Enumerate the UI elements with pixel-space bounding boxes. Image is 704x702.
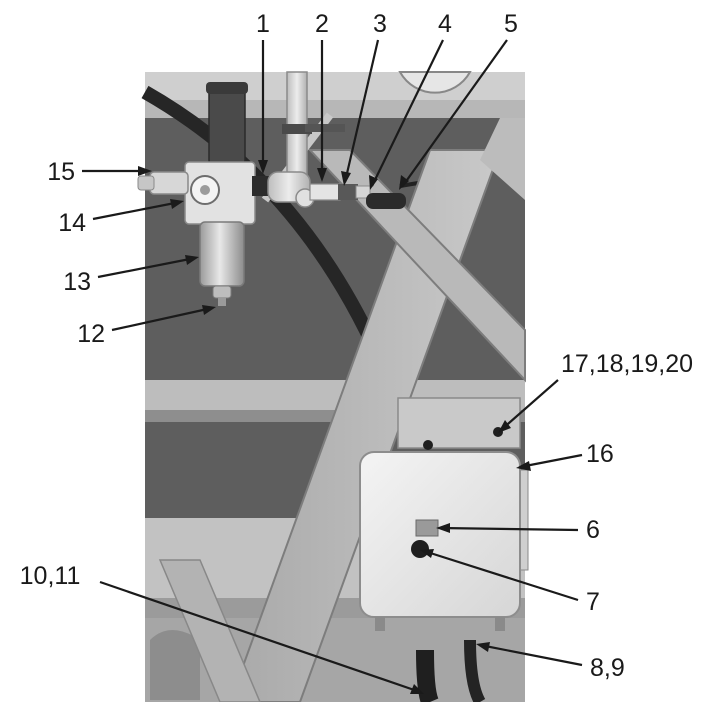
callout-16: 16 — [586, 440, 614, 468]
leader-10-11 — [99, 580, 421, 694]
fittings-and-valve — [252, 171, 406, 209]
callout-7: 7 — [586, 588, 600, 616]
hoses — [141, 85, 486, 702]
arrowhead-12 — [202, 305, 216, 315]
arrowhead-2 — [317, 168, 327, 182]
leader-6 — [439, 526, 579, 532]
arrowhead-7 — [420, 549, 434, 558]
arrowhead-14 — [170, 199, 184, 209]
arrowhead-10-11 — [410, 684, 424, 694]
callout-13: 13 — [63, 268, 91, 296]
callout-6: 6 — [586, 516, 600, 544]
callout-12: 12 — [77, 320, 105, 348]
leader-17-20 — [500, 379, 559, 431]
callout-4: 4 — [438, 10, 452, 38]
leader-13 — [97, 256, 196, 279]
arrowhead-6 — [436, 523, 450, 533]
leader-7 — [423, 549, 579, 602]
callout-8-9: 8,9 — [590, 654, 625, 682]
callout-2: 2 — [315, 10, 329, 38]
control-box — [359, 397, 529, 631]
arrowhead-17-20 — [498, 420, 511, 433]
arrowhead-13 — [185, 255, 199, 265]
leader-3 — [343, 39, 380, 183]
leader-lines — [82, 39, 583, 694]
arrowhead-1 — [258, 160, 268, 174]
frame-beams — [158, 112, 526, 702]
callout-labels: 1 2 3 4 5 15 14 13 12 17,18,19,20 16 6 7… — [20, 10, 693, 682]
leader-16 — [519, 453, 583, 469]
leader-4 — [371, 39, 444, 187]
callout-5: 5 — [504, 10, 518, 38]
arrowhead-16 — [516, 461, 531, 471]
callout-14: 14 — [58, 209, 86, 237]
arrowhead-15 — [138, 166, 152, 176]
callout-15: 15 — [47, 158, 75, 186]
callout-10-11: 10,11 — [20, 562, 81, 590]
arrowhead-5 — [399, 175, 409, 190]
filter-regulator — [137, 82, 256, 306]
arrowhead-4 — [369, 175, 378, 190]
callout-17-20: 17,18,19,20 — [561, 350, 693, 378]
arrowhead-3 — [341, 171, 351, 186]
leader-8-9 — [479, 643, 583, 667]
leader-12 — [111, 306, 213, 332]
callout-1: 1 — [256, 10, 270, 38]
leader-5 — [401, 39, 508, 188]
leader-14 — [92, 200, 181, 221]
arrowhead-8-9 — [476, 642, 490, 652]
callout-3: 3 — [373, 10, 387, 38]
